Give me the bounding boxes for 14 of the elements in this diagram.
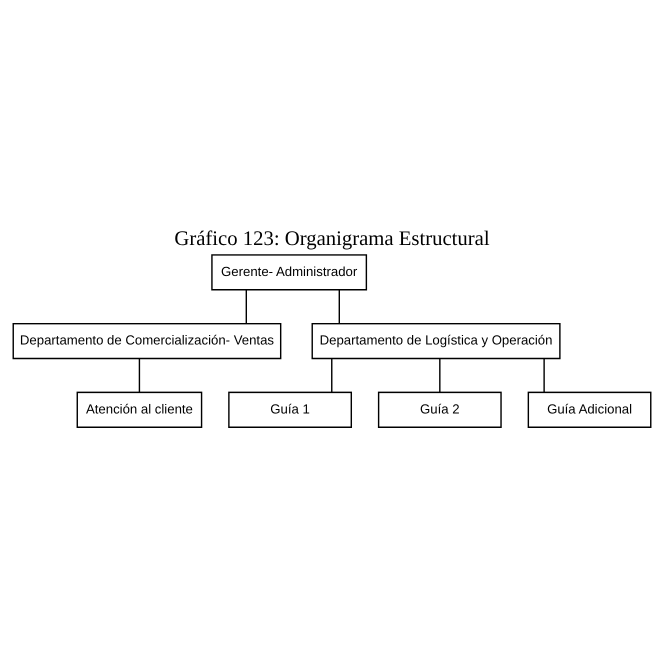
connector [543, 358, 545, 392]
connector [138, 358, 140, 392]
connector [331, 358, 332, 392]
node-box: Guía 1 [228, 391, 352, 428]
node-box: Departamento de Comercialización- Ventas [12, 322, 282, 359]
connector [439, 358, 441, 392]
connector [338, 290, 340, 323]
node-box: Guía Adicional [528, 391, 652, 428]
node-box: Gerente- Administrador [211, 254, 368, 290]
node-box: Guía 2 [378, 391, 502, 428]
connector [246, 290, 248, 323]
diagram-title: Gráfico 123: Organigrama Estructural [174, 228, 490, 250]
node-box: Departamento de Logística y Operación [312, 322, 561, 359]
node-box: Atención al cliente [76, 391, 202, 428]
